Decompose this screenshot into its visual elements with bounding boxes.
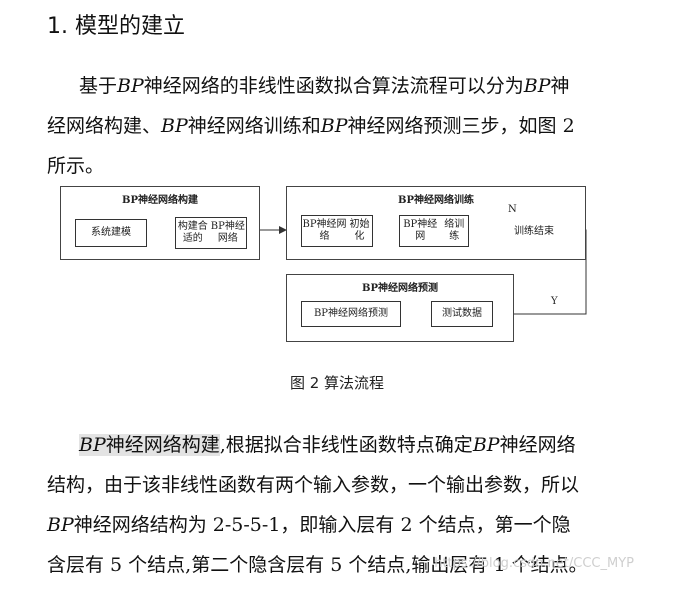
group-build-title: BP神经网络构建 — [122, 195, 198, 206]
intro-paragraph: 基于BP神经网络的非线性函数拟合算法流程可以分为BP神 经网络构建、BP神经网络… — [47, 71, 637, 191]
figure-caption: 图 2 算法流程 — [289, 374, 385, 392]
label-no: N — [508, 204, 517, 215]
step-test-data: 测试数据 — [431, 301, 493, 327]
group-predict-title: BP神经网络预测 — [362, 283, 438, 294]
step-training-finished: 训练结束 — [514, 226, 554, 237]
section-heading: 1. 模型的建立 — [47, 14, 185, 39]
group-predict: BP神经网络预测 测试数据 BP神经网络预测 — [286, 274, 514, 342]
intro-line-2: 经网络构建、BP神经网络训练和BP神经网络预测三步，如图 2 — [47, 115, 575, 137]
step-system-modeling: 系统建模 — [75, 219, 147, 247]
step-network-init: BP神经网络初始化 — [301, 215, 373, 247]
body-line-1: BP神经网络构建,根据拟合非线性函数特点确定BP神经网络 — [79, 434, 576, 456]
body-line-4: 含层有 5 个结点,第二个隐含层有 5 个结点,输出层有 1 个结点。 — [47, 554, 588, 576]
step-network-predict: BP神经网络预测 — [301, 301, 401, 327]
step-network-train: BP神经网络训练 — [399, 215, 469, 247]
group-train: BP神经网络训练 BP神经网络初始化 BP神经网络训练 训练结束 — [286, 186, 586, 260]
watermark: https://blog.csdn.net/CCC_MYP — [434, 556, 634, 571]
intro-line-3: 所示。 — [47, 155, 105, 177]
body-line-3: BP神经网络结构为 2-5-5-1，即输入层有 2 个结点，第一个隐 — [47, 514, 571, 536]
body-line-2: 结构，由于该非线性函数有两个输入参数，一个输出参数，所以 — [47, 474, 580, 496]
label-yes: Y — [551, 296, 558, 307]
highlighted-term: BP神经网络构建 — [79, 434, 220, 456]
body-paragraph: BP神经网络构建,根据拟合非线性函数特点确定BP神经网络 结构，由于该非线性函数… — [47, 430, 637, 590]
group-train-title: BP神经网络训练 — [398, 195, 474, 206]
intro-line-1: 基于BP神经网络的非线性函数拟合算法流程可以分为BP神 — [79, 75, 570, 97]
